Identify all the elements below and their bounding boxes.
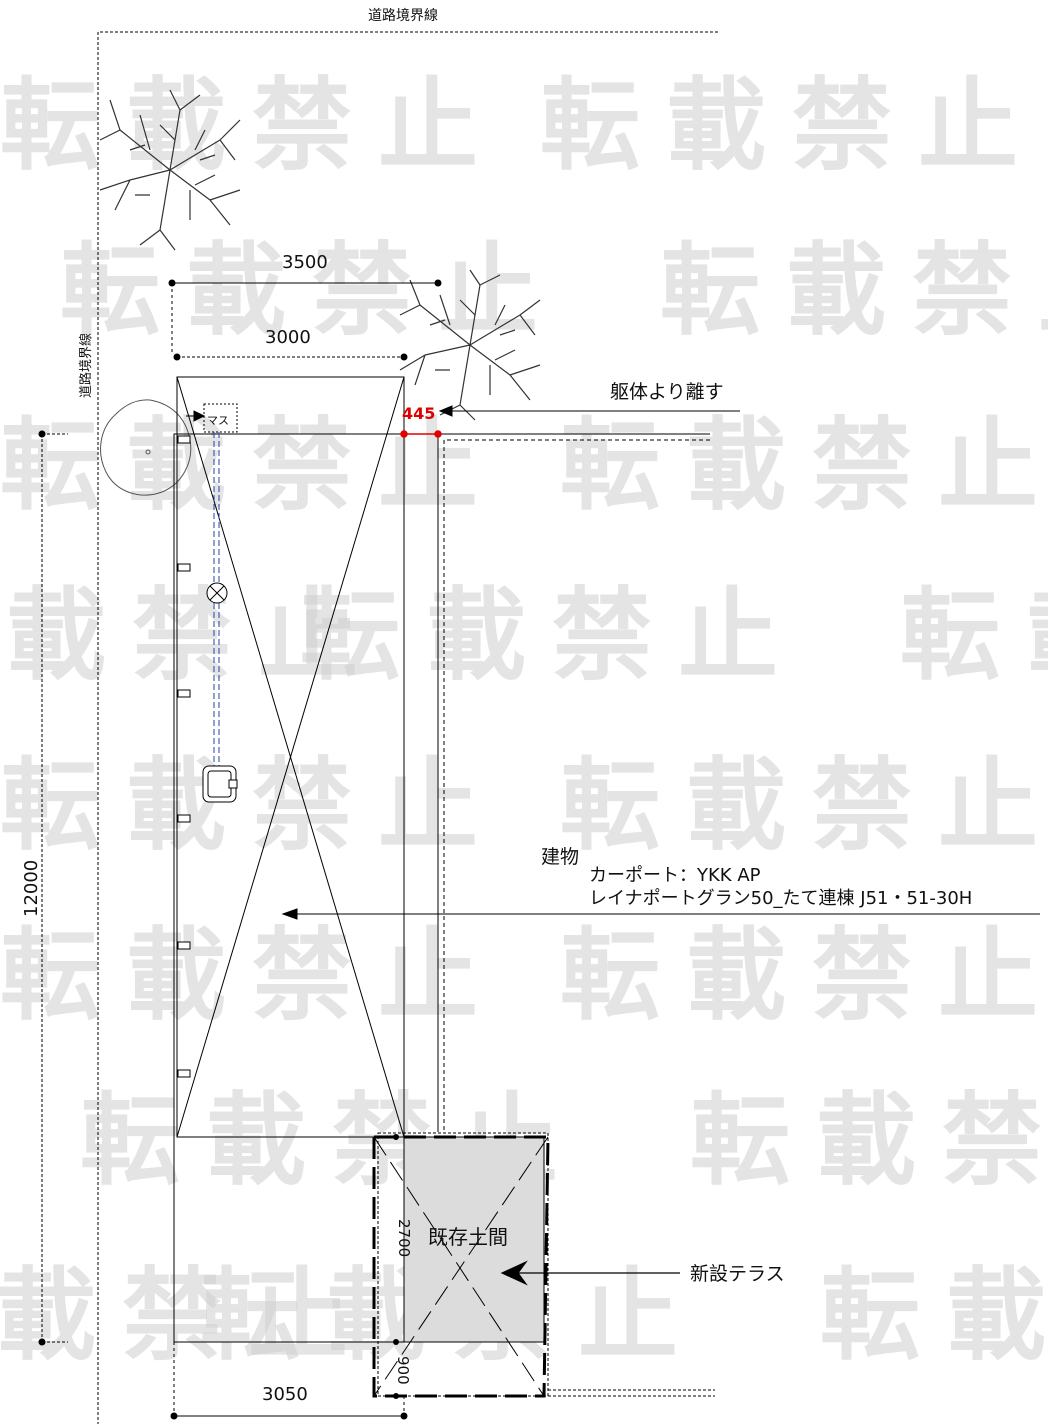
building-wall-top	[173, 433, 710, 1343]
carport-model-line1: カーポート：YKK AP	[589, 865, 761, 886]
post	[177, 563, 191, 572]
dimension-12000	[38, 430, 68, 1346]
masu-label: マス	[207, 414, 229, 427]
water-meter-inner	[207, 770, 232, 798]
watermark-text-9: 転載禁止	[900, 577, 1048, 694]
post	[177, 689, 191, 698]
watermark-layer: 転載禁止 転載禁止 転載禁止 転載禁止 転載禁止 転載禁止 転載禁止 転載禁止 …	[0, 67, 1048, 1374]
dimension-3050-label: 3050	[262, 1384, 308, 1405]
watermark-text-5: 転載禁止	[0, 407, 504, 524]
terrace-dots	[393, 1134, 399, 1399]
terrace-diagonal-2	[373, 1136, 549, 1397]
new-terrace-label: 新設テラス	[690, 1263, 785, 1285]
building-label: 建物	[541, 846, 579, 868]
dimension-3500-label: 3500	[282, 252, 328, 273]
watermark-text-13: 転載禁止	[560, 917, 1048, 1034]
dimension-445-dot-right	[434, 430, 442, 438]
watermark-text-7: 転載禁止	[0, 577, 384, 694]
dimension-445	[400, 430, 442, 438]
carport-model-line2: レイナポートグラン50_たて連棟 J51・51-30H	[589, 888, 972, 909]
carport-posts	[177, 435, 191, 1078]
terrace-roof-outline	[377, 1132, 549, 1397]
keep-away-leader	[438, 405, 740, 417]
keep-away-label: 躯体より離す	[610, 381, 724, 403]
new-terrace-arrow-head	[500, 1260, 528, 1286]
road-boundary	[97, 31, 718, 1424]
dimension-3500-dot-left	[168, 279, 176, 287]
dimension-3050	[170, 1342, 408, 1420]
watermark-text-3: 転載禁止	[60, 232, 564, 349]
dimension-12000-dot-bottom	[38, 1338, 46, 1346]
shrub-center-dot	[145, 449, 151, 455]
carport-leader	[281, 908, 1040, 920]
dimension-3000-dot-right	[400, 353, 408, 361]
terrace-dot	[393, 1393, 399, 1399]
dimension-3500-dot-right	[434, 279, 442, 287]
dimension-12000-label: 12000	[21, 860, 42, 917]
road-boundary-label-left: 道路境界線	[78, 333, 94, 398]
masu-box	[186, 403, 238, 433]
dimension-3000	[173, 353, 408, 361]
dimension-3050-dot-right	[400, 1412, 408, 1420]
water-meter-tab	[228, 779, 238, 789]
dimension-3000-dot-left	[173, 353, 181, 361]
carport-roof-diagonal-2	[176, 376, 405, 1138]
eave-line	[443, 439, 710, 1132]
dimension-3000-label: 3000	[265, 327, 311, 348]
light-fixture-cross-2	[209, 585, 225, 601]
terrace-dot	[393, 1339, 399, 1345]
watermark-text-10: 転載禁止	[0, 747, 504, 864]
road-boundary-label-top: 道路境界線	[368, 8, 438, 24]
tree-icon-middle	[399, 269, 541, 421]
watermark-text-11: 転載禁止	[560, 747, 1048, 864]
watermark-text-15: 転載禁止	[690, 1082, 1048, 1199]
dimension-900-label: 900	[394, 1356, 412, 1385]
new-terrace-leader	[500, 1260, 680, 1286]
masu-arrow-head	[193, 410, 206, 422]
post	[177, 814, 191, 823]
dimension-3500	[168, 279, 442, 355]
watermark-text-4: 転載禁止	[660, 232, 1048, 349]
watermark-text-12: 転載禁止	[0, 917, 504, 1034]
carport-leader-arrow-head	[281, 908, 298, 920]
masu-frame	[203, 403, 238, 433]
dimension-2700-label: 2700	[395, 1219, 413, 1257]
dimension-3050-dot-left	[170, 1412, 178, 1420]
existing-doma-label: 既存土間	[428, 1225, 508, 1249]
tree-icon-top	[99, 89, 241, 251]
watermark-text-18: 転載禁止	[820, 1257, 1048, 1374]
terrace-dot	[393, 1134, 399, 1140]
dimension-445-label: 445	[402, 404, 435, 423]
watermark-text-1: 転載禁止	[0, 67, 504, 184]
post	[177, 941, 191, 950]
post	[177, 1069, 191, 1078]
dimension-445-dot-left	[400, 430, 408, 438]
watermark-text-6: 転載禁止	[560, 407, 1048, 524]
dimension-12000-dot-top	[38, 430, 46, 438]
terrace-area	[372, 1132, 715, 1398]
watermark-text-2: 転載禁止	[540, 67, 1044, 184]
terrace-diagonal-1	[373, 1136, 545, 1397]
shrub-icon	[100, 399, 192, 496]
watermark-text-8: 転載禁止	[300, 577, 804, 694]
keep-away-arrow-head	[438, 405, 453, 417]
road-boundary-line	[97, 31, 718, 1424]
drain-fixtures	[202, 582, 238, 803]
post	[177, 435, 191, 444]
building-outline	[173, 433, 710, 1343]
